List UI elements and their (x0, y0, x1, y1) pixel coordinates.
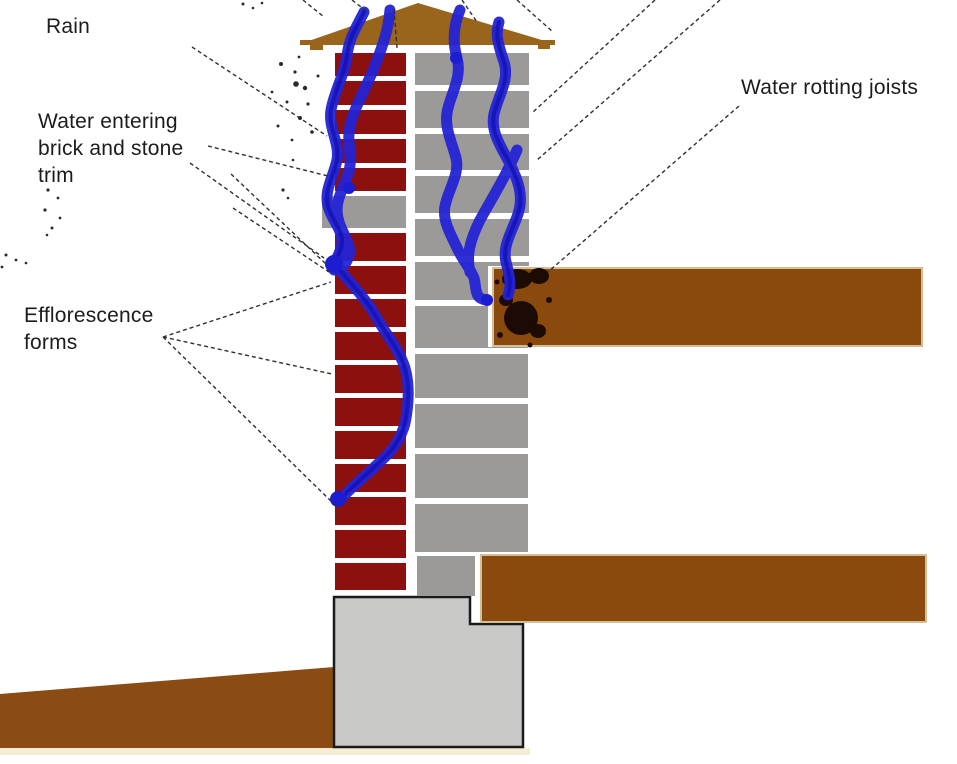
label-efflorescence-line2: forms (24, 331, 78, 354)
foundation (332, 595, 525, 749)
leader-efflorescence-2 (162, 336, 333, 375)
speckles (0, 1, 320, 269)
water-streak-right-3 (462, 144, 523, 278)
leader-water-entering-3 (230, 173, 327, 265)
leader-cutoff-7 (536, 0, 721, 161)
leader-efflorescence-1 (162, 281, 332, 338)
rot-spots (494, 268, 552, 348)
leader-cutoff-1 (302, 0, 325, 18)
block-column (413, 53, 531, 596)
foundation-block (332, 595, 525, 749)
leader-cutoff-5 (516, 0, 554, 33)
water-blobs (325, 52, 493, 507)
cap-drip-left (310, 43, 323, 50)
soil-wedge (0, 667, 334, 748)
label-efflorescence-line1: Efflorescence (24, 304, 154, 327)
leader-cutoff-6 (532, 0, 656, 113)
block-face-base (417, 556, 475, 596)
cap-edge (300, 40, 555, 45)
water-streak-core-left-1 (325, 10, 366, 272)
water-streak-core-left-3 (334, 264, 411, 502)
joist-lower (480, 554, 927, 623)
leader-rain (191, 46, 328, 137)
ground-strip (0, 748, 530, 755)
label-water-rotting-text: Water rotting joists (741, 76, 919, 99)
cap-drip-right (538, 43, 550, 49)
joist-upper (492, 267, 923, 347)
label-rain-text: Rain (46, 15, 90, 38)
water-streaks (321, 4, 526, 507)
label-rain: Rain (46, 13, 90, 40)
label-water-entering-line1: Water entering (38, 110, 178, 133)
leader-efflorescence-3 (162, 336, 337, 507)
leader-water-entering-4 (232, 207, 330, 273)
leader-cutoff-4 (461, 0, 478, 23)
water-streak-core-right-2 (491, 20, 523, 297)
label-water-entering-line2: brick and stone (38, 137, 184, 160)
leader-water-rotting (547, 105, 740, 273)
leader-water-entering-2 (189, 162, 325, 259)
leader-cutoff-2 (351, 0, 370, 14)
leader-lines (162, 0, 740, 507)
chimney-cap (300, 3, 555, 50)
label-water-rotting: Water rotting joists (741, 74, 918, 101)
water-streak-left-2 (331, 4, 396, 270)
ground-grade (0, 667, 530, 755)
label-efflorescence: Efflorescence forms (24, 302, 153, 356)
leader-water-entering-1 (207, 145, 329, 177)
label-water-entering-line3: trim (38, 164, 74, 187)
cap-slope (300, 3, 555, 44)
brick-mortar-lines (333, 76, 408, 563)
label-water-entering: Water entering brick and stone trim (38, 108, 183, 189)
joists (480, 267, 927, 623)
